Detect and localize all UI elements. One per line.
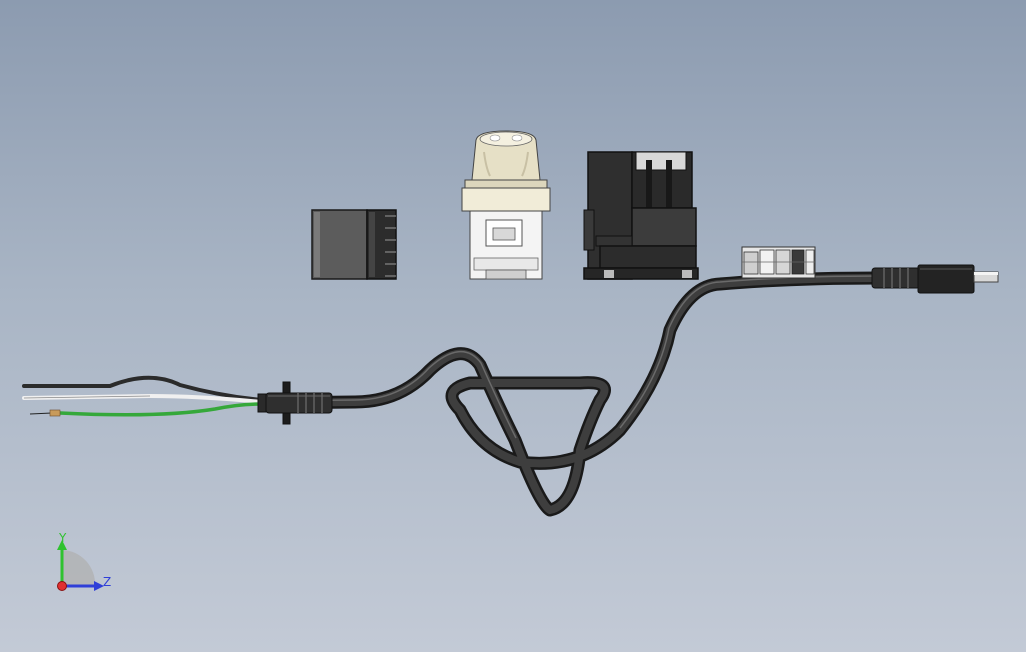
y-axis-label: Y — [59, 531, 67, 545]
round-socket-connector[interactable] — [461, 130, 551, 280]
z-axis-arrowhead — [94, 581, 104, 591]
relay-housing[interactable] — [583, 151, 699, 280]
barrel-plug[interactable] — [871, 264, 999, 294]
power-cord[interactable] — [257, 271, 887, 517]
z-axis-label: Z — [103, 575, 112, 589]
origin-point — [57, 581, 67, 591]
small-plug-clip[interactable] — [741, 246, 816, 279]
strain-relief-left[interactable] — [257, 381, 333, 425]
loose-wires[interactable] — [22, 375, 264, 417]
orientation-triad: Y Z — [40, 528, 130, 608]
terminal-block-connector[interactable] — [311, 209, 397, 280]
y-axis-arrowhead — [57, 540, 67, 550]
triad-graphic — [57, 540, 104, 591]
